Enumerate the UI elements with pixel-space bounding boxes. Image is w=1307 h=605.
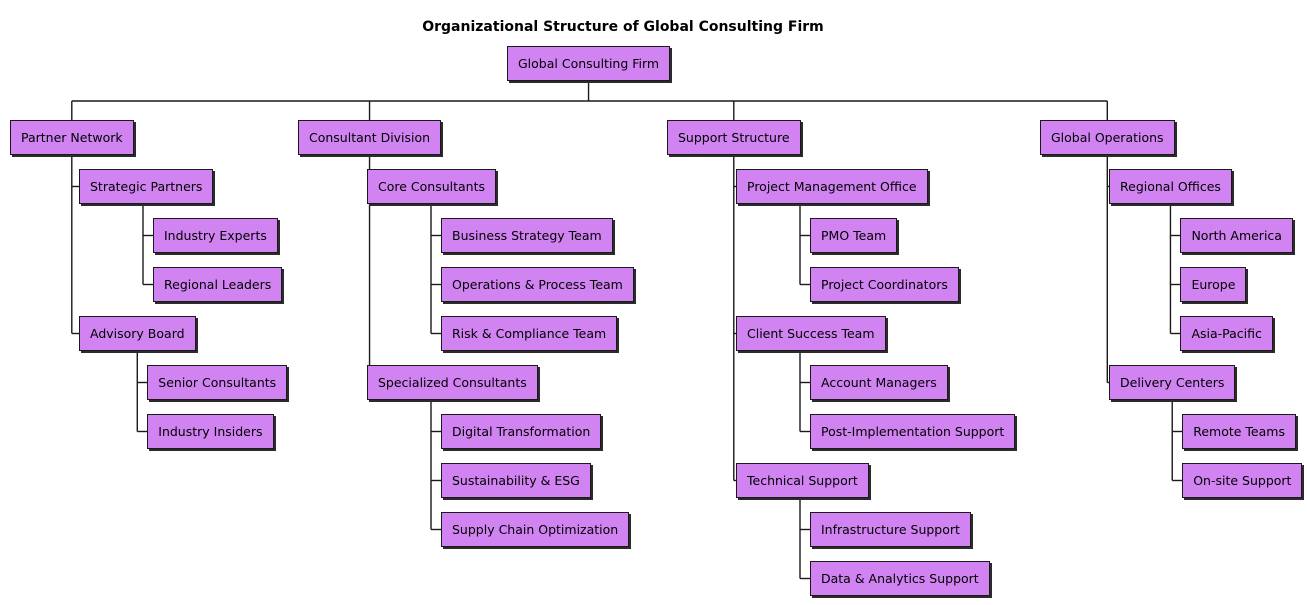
team-node-on-site-support: On-site Support (1182, 463, 1303, 498)
team-node-risk-and-compliance-team: Risk & Compliance Team (441, 316, 618, 351)
team-node-digital-transformation: Digital Transformation (441, 414, 602, 449)
team-node-industry-insiders: Industry Insiders (147, 414, 274, 449)
team-node-data-and-analytics-support: Data & Analytics Support (810, 561, 990, 596)
team-node-sustainability-and-esg: Sustainability & ESG (441, 463, 591, 498)
team-node-regional-leaders: Regional Leaders (153, 267, 283, 302)
group-node-client-success-team: Client Success Team (736, 316, 886, 351)
team-node-europe: Europe (1180, 267, 1247, 302)
group-node-technical-support: Technical Support (736, 463, 869, 498)
group-node-specialized-consultants: Specialized Consultants (367, 365, 538, 400)
team-node-senior-consultants: Senior Consultants (147, 365, 288, 400)
group-node-regional-offices: Regional Offices (1109, 169, 1232, 204)
team-node-post-implementation-support: Post-Implementation Support (810, 414, 1016, 449)
department-node-support-structure: Support Structure (667, 120, 801, 155)
team-node-infrastructure-support: Infrastructure Support (810, 512, 971, 547)
department-node-consultant-division: Consultant Division (298, 120, 442, 155)
team-node-north-america: North America (1180, 218, 1293, 253)
group-node-strategic-partners: Strategic Partners (79, 169, 214, 204)
team-node-business-strategy-team: Business Strategy Team (441, 218, 613, 253)
group-node-advisory-board: Advisory Board (79, 316, 196, 351)
department-node-partner-network: Partner Network (10, 120, 134, 155)
team-node-project-coordinators: Project Coordinators (810, 267, 959, 302)
team-node-asia-pacific: Asia-Pacific (1180, 316, 1273, 351)
group-node-delivery-centers: Delivery Centers (1109, 365, 1236, 400)
team-node-supply-chain-optimization: Supply Chain Optimization (441, 512, 630, 547)
team-node-industry-experts: Industry Experts (153, 218, 278, 253)
team-node-account-managers: Account Managers (810, 365, 948, 400)
group-node-core-consultants: Core Consultants (367, 169, 497, 204)
group-node-project-management-office: Project Management Office (736, 169, 928, 204)
department-node-global-operations: Global Operations (1040, 120, 1175, 155)
team-node-remote-teams: Remote Teams (1182, 414, 1296, 449)
team-node-pmo-team: PMO Team (810, 218, 898, 253)
diagram-title: Organizational Structure of Global Consu… (422, 19, 824, 35)
root-node-global-consulting-firm: Global Consulting Firm (507, 46, 671, 81)
team-node-operations-and-process-team: Operations & Process Team (441, 267, 634, 302)
